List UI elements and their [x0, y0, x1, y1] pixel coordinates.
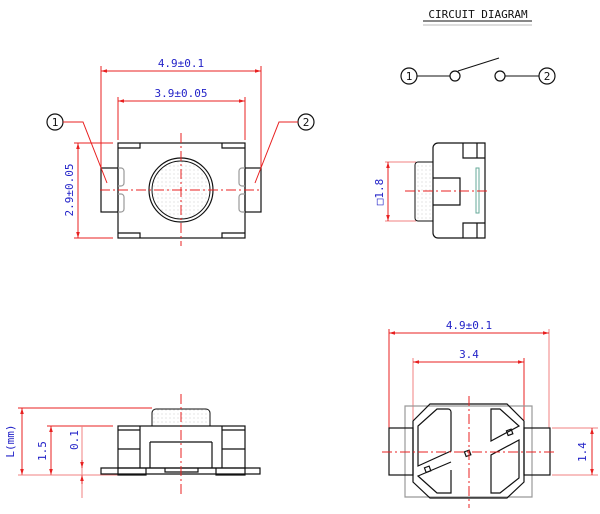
dim-width-body: 3.9±0.05 [155, 87, 208, 100]
dim-total-height: L(mm) [4, 424, 17, 457]
contact [494, 70, 506, 82]
circuit-title: CIRCUIT DIAGRAM [428, 8, 528, 21]
top-view: 4.9±0.1 3.9±0.05 2.9±0.05 1 2 [46, 57, 315, 246]
circuit-diagram: CIRCUIT DIAGRAM 1 2 [400, 8, 556, 85]
dim-width-overall-bottom: 4.9±0.1 [446, 319, 492, 332]
contact [449, 70, 461, 82]
dim-height: 2.9±0.05 [63, 164, 76, 217]
side-view-right: □1.8 [373, 142, 490, 239]
bottom-view: 4.9±0.1 3.4 1.4 [382, 319, 598, 508]
dim-knob-size: □1.8 [373, 179, 386, 206]
side-view-bottom: L(mm) 1.5 0.1 [4, 394, 261, 498]
dim-body-height: 1.5 [36, 441, 49, 461]
pin2-marker [538, 67, 556, 85]
pin1-label: 1 [52, 116, 59, 129]
dim-pad-spacing: 3.4 [459, 348, 479, 361]
circuit-pin1-label: 1 [406, 70, 413, 83]
dim-width-overall: 4.9±0.1 [158, 57, 204, 70]
dim-pad-height: 1.4 [576, 442, 589, 462]
dim-standoff: 0.1 [68, 430, 81, 450]
pin2-label: 2 [303, 116, 310, 129]
switch-lever [457, 57, 500, 72]
circuit-pin2-label: 2 [544, 70, 551, 83]
